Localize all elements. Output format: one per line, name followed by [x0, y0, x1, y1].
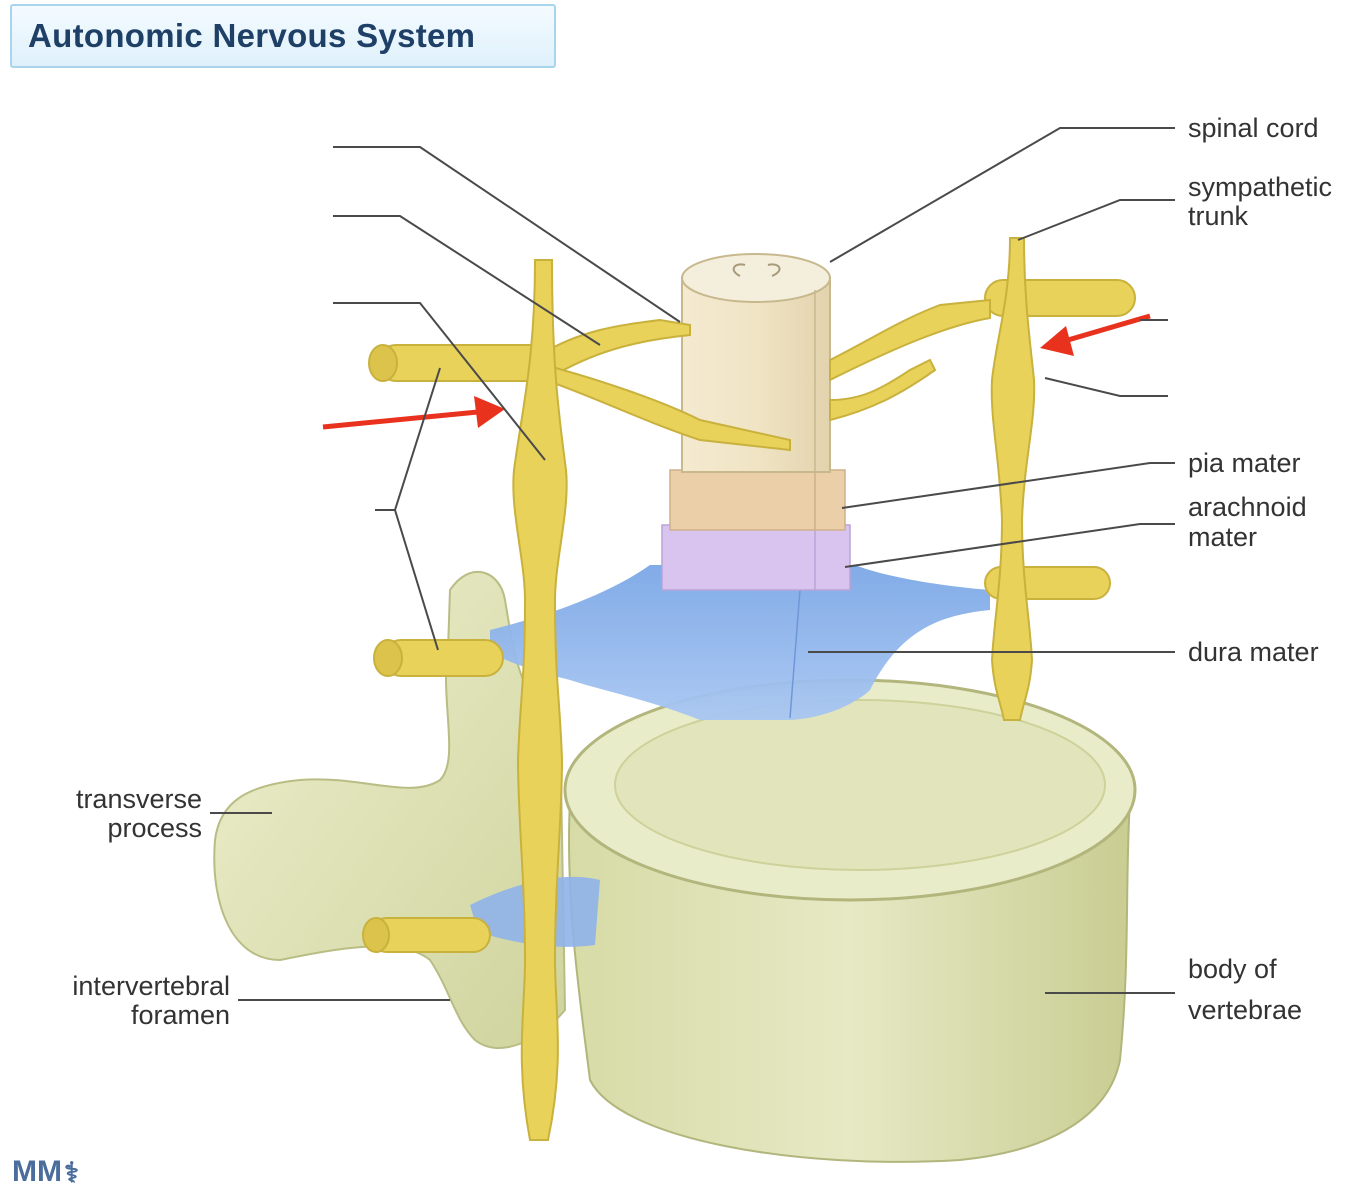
- label-body-of-vertebrae-line1: body of: [1188, 954, 1277, 984]
- sympathetic-trunk-left: [512, 259, 568, 1141]
- label-pia-mater: pia mater: [1188, 448, 1301, 478]
- label-spinal-cord: spinal cord: [1188, 113, 1319, 143]
- leader-bracket: [393, 367, 441, 651]
- caduceus-icon: ⚕: [63, 1156, 80, 1188]
- leader-sympathetic-trunk: [1017, 199, 1175, 241]
- pia-mater-band: [669, 469, 846, 531]
- leader-blank-3: [333, 302, 546, 461]
- publisher-logo: MM ⚕: [12, 1155, 79, 1189]
- vertebral-body-side: [568, 799, 1132, 1163]
- nerves-lower: [362, 917, 491, 953]
- leader-spinal-cord: [829, 127, 1175, 263]
- label-sympathetic-trunk-line2: trunk: [1188, 201, 1249, 231]
- leader-lines: [210, 127, 1175, 1001]
- dura-mater-shape: [490, 565, 990, 720]
- nerves-middle: [373, 566, 1111, 677]
- title-box: Autonomic Nervous System: [10, 4, 556, 68]
- nerves-left-upper: [368, 318, 791, 452]
- leader-blank-right-2: [1044, 377, 1168, 397]
- label-arachnoid-mater-line1: arachnoid: [1188, 492, 1307, 522]
- red-arrow-right: [1040, 313, 1151, 356]
- label-dura-mater: dura mater: [1188, 637, 1319, 667]
- vertebral-body-top-inner: [614, 699, 1106, 871]
- leader-blank-2: [333, 215, 601, 346]
- label-transverse-process-line1: transverse: [75, 784, 202, 814]
- logo-text: MM: [12, 1155, 62, 1188]
- leader-pia-mater: [841, 462, 1175, 509]
- label-transverse-process-line2: process: [107, 813, 202, 843]
- red-arrow-left: [322, 396, 505, 430]
- label-intervertebral-foramen-line2: foramen: [130, 1000, 230, 1030]
- arachnoid-mater-band: [661, 524, 851, 591]
- leader-arachnoid-mater: [844, 523, 1175, 568]
- leader-blank-1: [333, 146, 681, 323]
- nerves-right-upper: [829, 279, 1136, 422]
- label-arachnoid-mater-line2: mater: [1188, 522, 1258, 552]
- sympathetic-trunk-right: [990, 237, 1036, 721]
- label-body-of-vertebrae-line2: vertebrae: [1188, 995, 1303, 1025]
- label-intervertebral-foramen-line1: intervertebral: [72, 971, 230, 1001]
- spinal-cord-top: [681, 253, 831, 303]
- diagram-title: Autonomic Nervous System: [28, 17, 476, 54]
- label-sympathetic-trunk-line1: sympathetic: [1188, 172, 1333, 202]
